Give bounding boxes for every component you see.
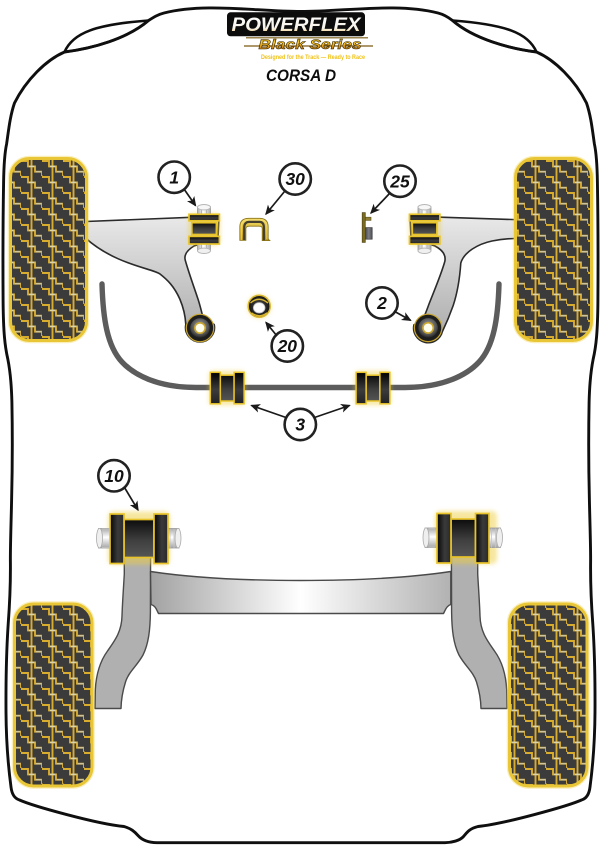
svg-text:2: 2 [376,293,387,313]
svg-text:20: 20 [277,336,298,356]
svg-text:1: 1 [169,167,179,187]
svg-text:10: 10 [104,466,124,486]
svg-text:25: 25 [389,171,410,191]
svg-text:3: 3 [295,415,305,435]
svg-text:POWERFLEX: POWERFLEX [232,15,362,36]
svg-text:30: 30 [285,169,305,189]
svg-text:CORSA D: CORSA D [266,67,336,85]
svg-text:Black Series: Black Series [259,37,362,52]
svg-text:Designed for the Track — Ready: Designed for the Track — Ready to Race [261,54,365,61]
